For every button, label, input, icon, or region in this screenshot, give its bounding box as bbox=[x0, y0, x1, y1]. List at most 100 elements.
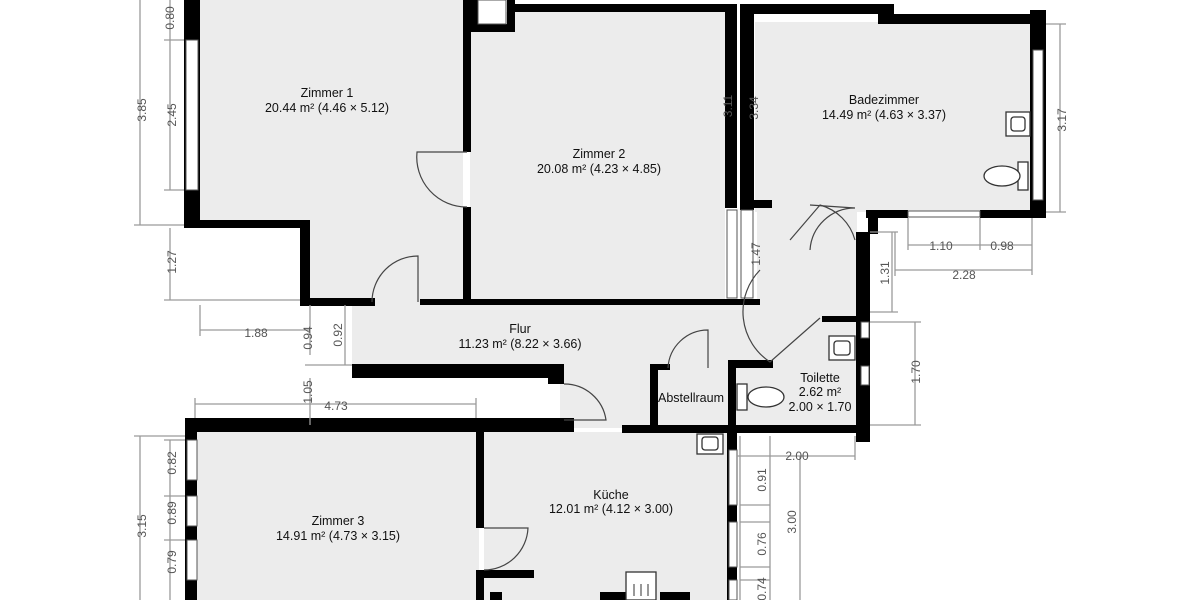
wall bbox=[860, 338, 870, 366]
door-zimmer1 bbox=[416, 151, 468, 208]
dim-label: 3.85 bbox=[135, 98, 149, 122]
door-badezimmer bbox=[809, 204, 856, 251]
dim-label: 0.76 bbox=[755, 532, 769, 556]
dim-label: 0.98 bbox=[990, 239, 1014, 253]
room-name-zimmer1: Zimmer 1 bbox=[301, 86, 354, 100]
wall bbox=[754, 200, 772, 208]
fixtures bbox=[625, 111, 1031, 600]
dim-label: 2.45 bbox=[165, 103, 179, 127]
room-area-flur: 11.23 m² (8.22 × 3.66) bbox=[458, 337, 581, 351]
sink-icon bbox=[696, 433, 724, 455]
dim-label: 0.92 bbox=[331, 323, 345, 347]
wall bbox=[463, 0, 471, 152]
room-area-badezimmer: 14.49 m² (4.63 × 3.37) bbox=[822, 108, 946, 122]
dim-label: 1.10 bbox=[929, 239, 953, 253]
windows bbox=[185, 0, 1044, 600]
dim-label: 0.74 bbox=[755, 577, 769, 600]
zimmer1-floor bbox=[200, 0, 463, 225]
dim-label: 0.80 bbox=[163, 6, 177, 30]
wall bbox=[727, 428, 737, 600]
wall bbox=[660, 592, 690, 600]
room-area-zimmer2: 20.08 m² (4.23 × 4.85) bbox=[537, 162, 661, 176]
sink-icon bbox=[828, 335, 856, 361]
dim-label: 3.15 bbox=[135, 514, 149, 538]
window bbox=[186, 495, 198, 527]
window bbox=[185, 39, 199, 191]
room-dims-toilette: 2.00 × 1.70 bbox=[789, 400, 852, 414]
room-name-zimmer2: Zimmer 2 bbox=[573, 147, 626, 161]
wall bbox=[868, 210, 878, 234]
wall bbox=[754, 4, 894, 14]
room-name-flur: Flur bbox=[509, 322, 531, 336]
dim-label: 2.28 bbox=[952, 268, 976, 282]
window bbox=[728, 579, 738, 600]
room-name-kueche: Küche bbox=[593, 488, 628, 502]
window bbox=[728, 521, 738, 568]
room-floors bbox=[195, 0, 1032, 600]
dim-label: 3.34 bbox=[747, 96, 761, 120]
wall bbox=[548, 364, 564, 384]
walls bbox=[184, 0, 1046, 600]
dimension-labels: 0.80 3.85 2.45 1.27 1.88 0.94 0.92 1.05 … bbox=[135, 6, 1069, 600]
wall bbox=[476, 570, 484, 600]
door-flur-south bbox=[563, 383, 607, 421]
dim-label: 0.89 bbox=[165, 501, 179, 525]
dim-label: 1.05 bbox=[301, 380, 315, 404]
dim-label: 1.47 bbox=[749, 242, 763, 266]
stove-icon bbox=[625, 571, 657, 600]
wall bbox=[725, 4, 737, 208]
window bbox=[907, 210, 981, 218]
wall bbox=[300, 298, 375, 306]
wall bbox=[822, 316, 870, 322]
wall bbox=[515, 4, 725, 12]
wall bbox=[650, 364, 670, 370]
door-toilette bbox=[742, 269, 821, 363]
abstellraum-floor bbox=[658, 368, 728, 428]
room-area-zimmer3: 14.91 m² (4.73 × 3.15) bbox=[276, 529, 400, 543]
zimmer3-floor bbox=[195, 432, 479, 600]
wall bbox=[878, 14, 1034, 24]
window bbox=[860, 321, 870, 339]
dim-label: 1.88 bbox=[244, 326, 268, 340]
door-flur-east bbox=[789, 204, 856, 241]
wall bbox=[471, 0, 479, 32]
window bbox=[728, 449, 738, 506]
dim-label: 3.17 bbox=[1055, 108, 1069, 132]
wall bbox=[650, 368, 658, 430]
sink-icon bbox=[1005, 111, 1031, 137]
door-abstellraum bbox=[667, 329, 709, 369]
wall bbox=[866, 210, 908, 218]
window bbox=[726, 209, 738, 299]
dim-label: 4.73 bbox=[324, 399, 348, 413]
dim-label: 2.00 bbox=[785, 449, 809, 463]
room-name-abstellraum: Abstellraum bbox=[658, 391, 724, 405]
flur-floor bbox=[352, 300, 757, 370]
doors bbox=[371, 151, 856, 571]
wall bbox=[185, 418, 574, 432]
wall bbox=[300, 220, 310, 305]
wall bbox=[476, 432, 484, 528]
wall bbox=[484, 570, 534, 578]
wall bbox=[471, 24, 515, 32]
room-area-toilette: 2.62 m² bbox=[799, 385, 841, 399]
window bbox=[860, 365, 870, 386]
wall bbox=[740, 4, 754, 210]
room-name-toilette: Toilette bbox=[800, 371, 840, 385]
dim-label: 1.27 bbox=[165, 250, 179, 274]
window bbox=[477, 0, 507, 25]
room-name-badezimmer: Badezimmer bbox=[849, 93, 919, 107]
wall bbox=[463, 207, 471, 302]
room-area-kueche: 12.01 m² (4.12 × 3.00) bbox=[549, 502, 673, 516]
toilet-icon bbox=[736, 383, 785, 411]
door-zimmer3 bbox=[483, 527, 529, 571]
room-name-zimmer3: Zimmer 3 bbox=[312, 514, 365, 528]
wall bbox=[600, 592, 630, 600]
room-area-zimmer1: 20.44 m² (4.46 × 5.12) bbox=[265, 101, 389, 115]
wall bbox=[490, 592, 502, 600]
dim-label: 0.94 bbox=[301, 326, 315, 350]
zimmer1-floor-lower bbox=[305, 225, 465, 303]
wall bbox=[507, 0, 515, 32]
dim-label: 1.31 bbox=[878, 261, 892, 285]
wall bbox=[420, 299, 760, 305]
